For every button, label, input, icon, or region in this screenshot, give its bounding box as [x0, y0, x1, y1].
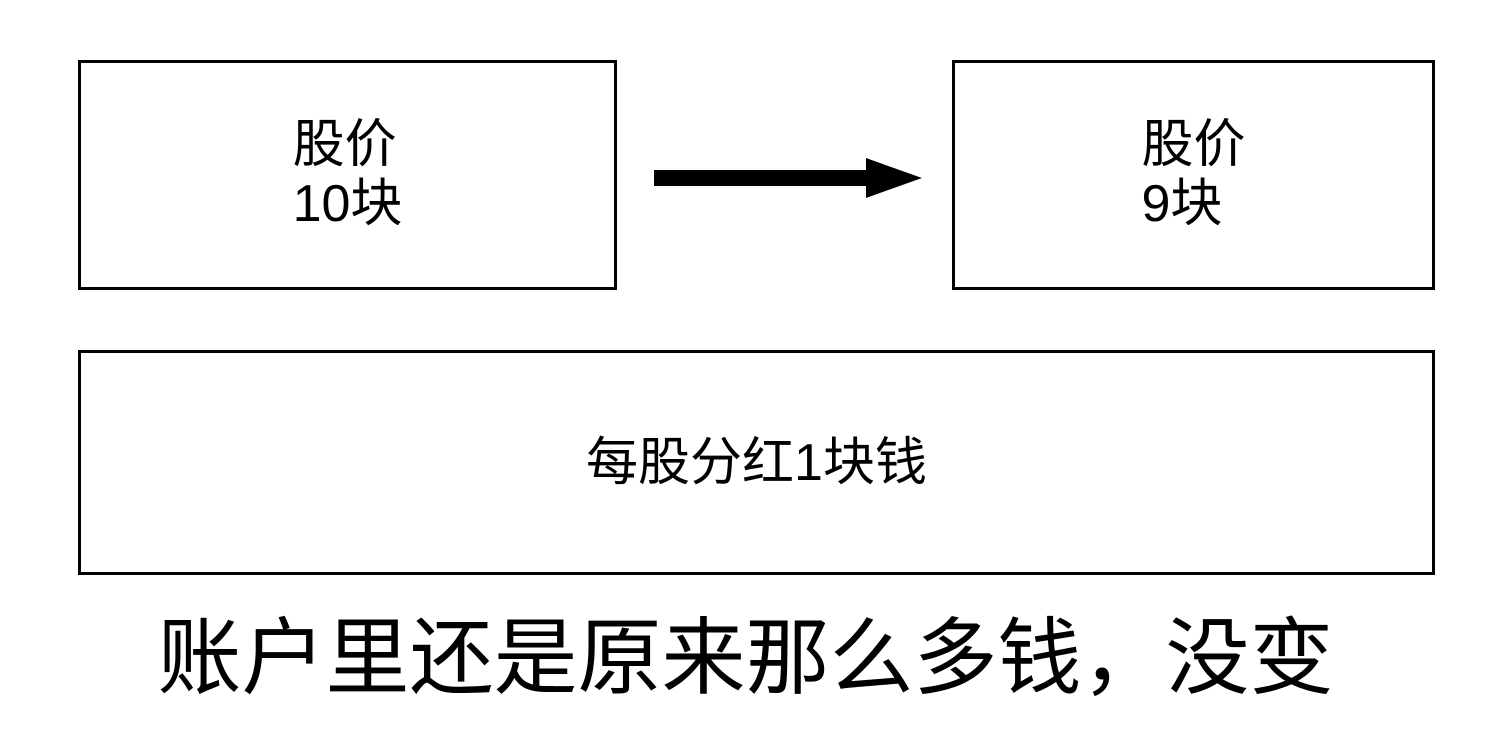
transition-arrow-icon [650, 150, 926, 206]
caption-text: 账户里还是原来那么多钱，没变 [157, 611, 1334, 705]
price-after-label: 股价 [1141, 115, 1246, 174]
price-after-box: 股价 9块 [952, 60, 1435, 290]
dividend-note-box: 每股分红1块钱 [78, 350, 1435, 575]
dividend-note-text: 每股分红1块钱 [586, 434, 927, 492]
price-after-stack: 股价 9块 [1141, 116, 1245, 235]
price-before-box: 股价 10块 [78, 60, 617, 290]
price-after-value: 9块 [1141, 175, 1223, 233]
price-before-value: 10块 [292, 175, 403, 233]
price-before-stack: 股价 10块 [293, 116, 403, 235]
price-before-label: 股价 [292, 115, 397, 174]
